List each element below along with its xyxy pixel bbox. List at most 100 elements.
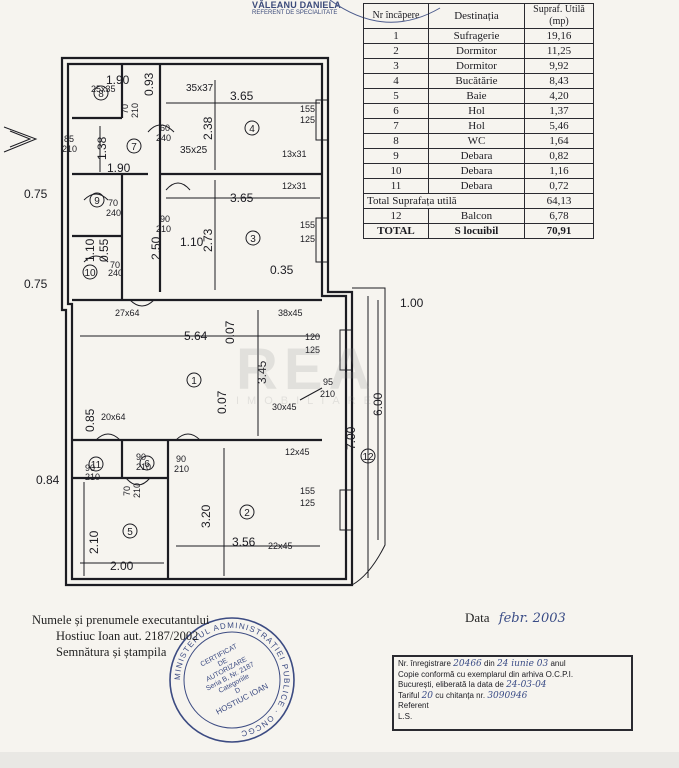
room-destination-cell: Debara xyxy=(428,148,525,164)
reg-label: anul xyxy=(550,659,566,668)
room-surface-cell: 4,20 xyxy=(524,88,594,104)
reg-row-6: L.S. xyxy=(398,711,413,721)
room-destination-cell: Hol xyxy=(428,118,525,134)
dim-label-vertical: 7.00 xyxy=(344,426,358,450)
room-destination-cell: Bucătărie xyxy=(428,73,525,89)
reg-issue-date: 24-03-04 xyxy=(506,680,547,691)
total-util-value: 64,13 xyxy=(524,193,594,209)
reg-label: din xyxy=(484,659,495,668)
room-destination-cell: WC xyxy=(428,133,525,149)
room-number-4: 4 xyxy=(249,124,255,135)
dim-label-vertical: 2.10 xyxy=(87,530,101,554)
registration-box: Nr. înregistrare 20466 din 24 iunie 03 a… xyxy=(392,655,633,731)
dim-label-vertical: 70 xyxy=(120,104,130,114)
room-number-6: 6 xyxy=(144,459,150,470)
room-surface-cell: 9,92 xyxy=(524,58,594,74)
dim-label-vertical: 210 xyxy=(132,483,142,498)
room-marker-9 xyxy=(89,192,105,208)
dim-label: 3.65 xyxy=(230,89,254,103)
room-destination-cell: Debara xyxy=(428,178,525,194)
specialist-name: VĂLEANU DANIELA xyxy=(252,0,342,10)
dim-label-vertical: 0.93 xyxy=(142,72,156,96)
dim-label: 0.75 xyxy=(24,277,48,291)
room-nr-cell: 6 xyxy=(363,103,429,119)
room-surface-cell: 0,82 xyxy=(524,148,594,164)
dim-label: 13x31 xyxy=(282,149,307,159)
watermark-logo: REA IMOBILIARE xyxy=(236,336,379,407)
dim-label: 38x45 xyxy=(278,308,303,318)
total-value: 70,91 xyxy=(524,223,594,239)
room-destination-cell: Sufragerie xyxy=(428,28,525,44)
room-number-5: 5 xyxy=(127,527,133,538)
dim-label-vertical: 3.45 xyxy=(255,360,269,384)
room-marker-8 xyxy=(93,85,109,101)
dim-label: 25x35 xyxy=(91,84,116,94)
reg-date: 24 iunie 03 xyxy=(496,659,549,669)
dim-label: 35x25 xyxy=(180,145,208,156)
dim-label-vertical: 6.00 xyxy=(371,392,385,416)
dim-label: 90 xyxy=(176,454,186,464)
dim-label: 1.90 xyxy=(107,161,131,175)
dim-label: 155 xyxy=(300,486,315,496)
reg-number: 20466 xyxy=(453,659,482,669)
dim-label: 27x64 xyxy=(115,308,140,318)
dim-label-vertical: 0.07 xyxy=(215,390,229,414)
total-util-label: Total Suprafața utilă xyxy=(363,193,525,209)
dim-label: 0.35 xyxy=(270,263,294,277)
dim-label: 210 xyxy=(156,224,171,234)
specialist-role: REFERENT DE SPECIALITATE xyxy=(252,10,338,16)
room-surface-cell: 1,16 xyxy=(524,163,594,179)
room-surface-cell: 1,64 xyxy=(524,133,594,149)
dim-label: 90 xyxy=(160,214,170,224)
dim-label: 12x31 xyxy=(282,181,307,191)
dim-label: 120 xyxy=(305,332,320,342)
room-marker-4 xyxy=(244,120,260,136)
room-surface-table: Nr încăpere Destinația Supraf. Utilă (mp… xyxy=(363,3,594,239)
dim-label: 240 xyxy=(108,268,123,278)
col-header-destination: Destinația xyxy=(428,3,525,29)
room-number-10: 10 xyxy=(84,268,96,279)
watermark-small: IMOBILIARE xyxy=(236,395,379,407)
dim-label: 240 xyxy=(156,133,171,143)
dim-label: 2.00 xyxy=(110,559,134,573)
dim-label: 210 xyxy=(136,462,151,472)
room-nr-cell: 1 xyxy=(363,28,429,44)
dim-label: 125 xyxy=(300,498,315,508)
total-label: TOTAL xyxy=(363,223,429,239)
dim-label: 210 xyxy=(174,464,189,474)
dim-label: 0.75 xyxy=(24,187,48,201)
dim-label: 1.90 xyxy=(106,73,130,87)
dim-label: 70 xyxy=(110,260,120,270)
dim-label: 0.84 xyxy=(36,473,60,487)
room-nr-cell: 3 xyxy=(363,58,429,74)
room-nr-cell: 4 xyxy=(363,73,429,89)
dim-label-vertical: 1.38 xyxy=(95,136,109,160)
reg-label: Tariful xyxy=(398,690,420,700)
reg-row-4: Tariful 20 cu chitanța nr. 3090946 xyxy=(398,691,627,702)
balcony-outline xyxy=(351,287,386,586)
room-marker-3 xyxy=(245,230,261,246)
dim-label-vertical: 2.73 xyxy=(201,228,215,252)
reg-label: Nr. înregistrare xyxy=(398,659,451,668)
room-nr-cell: 2 xyxy=(363,43,429,59)
dim-label: 125 xyxy=(300,115,315,125)
reg-receipt: 3090946 xyxy=(487,690,528,701)
reg-row-3: București, eliberată la data de 24-03-04 xyxy=(398,680,627,691)
room-surface-cell: 11,25 xyxy=(524,43,594,59)
room-markers xyxy=(82,85,376,539)
executor-line-2: Hostiuc Ioan aut. 2187/2002 xyxy=(56,629,199,643)
room-destination-cell: Hol xyxy=(428,103,525,119)
dim-label-vertical: 0.85 xyxy=(83,408,97,432)
room-nr-cell: 11 xyxy=(363,178,429,194)
door-swings xyxy=(83,124,323,486)
dim-label: 3.56 xyxy=(232,535,256,549)
dim-label: 95 xyxy=(323,377,333,387)
room-number-3: 3 xyxy=(250,234,256,245)
room-marker-2 xyxy=(239,504,255,520)
